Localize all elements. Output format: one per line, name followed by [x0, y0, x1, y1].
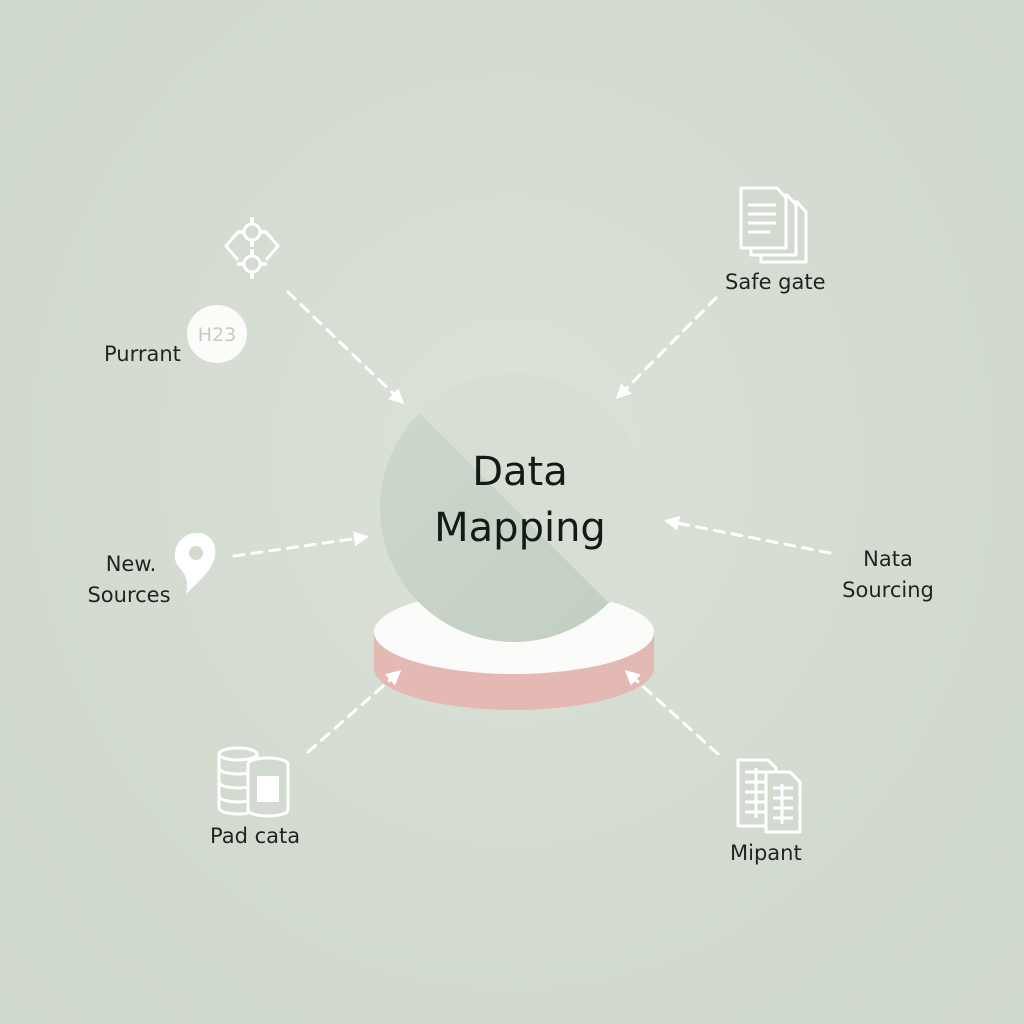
- database-icon: [217, 746, 290, 818]
- arrow-bottom-right: [624, 669, 720, 756]
- arrow-mid-left: [232, 531, 369, 558]
- spreadsheet-icon: [736, 758, 802, 834]
- center-title: Data Mapping: [380, 444, 660, 556]
- node-label-new-sources-line1: New.: [105, 552, 157, 576]
- h23-badge-icon: [187, 305, 247, 363]
- h23-badge-label: H23: [197, 324, 237, 346]
- node-label-nata-sourcing-line2: Sourcing: [842, 578, 934, 602]
- documents-icon: [739, 186, 808, 264]
- arrow-top-right: [615, 296, 718, 400]
- map-pin-icon: [174, 533, 216, 594]
- node-label-nata-sourcing: Nata Sourcing: [841, 544, 935, 606]
- node-label-safe-gate: Safe gate: [725, 270, 826, 294]
- node-label-pad-cata: Pad cata: [210, 824, 301, 848]
- node-label-mipant: Mipant: [730, 841, 802, 865]
- center-title-line1: Data: [472, 449, 568, 495]
- arrow-top-left: [286, 290, 405, 405]
- node-label-purrant: Purrant: [104, 342, 181, 366]
- arrow-mid-right: [664, 515, 832, 555]
- gears-icon: [224, 217, 280, 279]
- node-label-new-sources: New. Sources: [86, 549, 172, 611]
- center-title-line2: Mapping: [434, 505, 606, 551]
- node-label-nata-sourcing-line1: Nata: [863, 547, 913, 571]
- arrow-bottom-left: [306, 670, 402, 754]
- node-label-new-sources-line2: Sources: [87, 583, 171, 607]
- center-sphere: [380, 373, 649, 642]
